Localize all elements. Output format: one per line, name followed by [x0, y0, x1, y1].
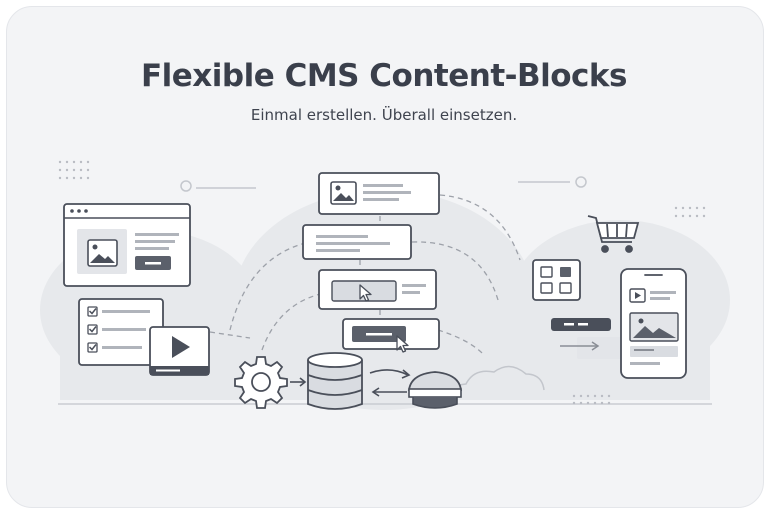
page-title: Flexible CMS Content-Blocks: [140, 58, 628, 94]
page-subtitle: Einmal erstellen. Überall einsetzen.: [250, 106, 518, 124]
cloud-server-icon: [407, 371, 463, 409]
cursor-icon: [396, 335, 409, 353]
arrow-icon: [560, 337, 625, 359]
gear-icon: [234, 356, 288, 409]
arrow-icon: [369, 369, 411, 397]
dots-top-right: [674, 206, 706, 218]
dots-top-left: [58, 160, 90, 180]
arrow-icon: [290, 377, 307, 387]
content-block-1: [318, 172, 440, 215]
image-icon: [629, 312, 679, 342]
dashed-connectors: [209, 194, 521, 356]
database-icon: [307, 352, 363, 410]
video-player-icon: [629, 288, 646, 303]
play-icon: [172, 336, 190, 358]
mobile-phone-icon: [620, 268, 687, 379]
cursor-icon: [359, 284, 372, 302]
content-block-4: [342, 318, 440, 353]
browser-window-icon: [63, 203, 191, 287]
checklist-icon: [78, 298, 164, 366]
content-block-2: [302, 224, 412, 260]
content-block-icon: [551, 318, 611, 331]
shopping-cart-icon: [587, 215, 640, 253]
video-player-icon: [149, 326, 210, 376]
content-block-3: [318, 269, 437, 310]
deco-line-left: [180, 180, 256, 192]
image-icon: [87, 239, 118, 267]
grid-layout-icon: [532, 259, 581, 301]
dots-bottom-right: [572, 394, 611, 405]
deco-line-right: [518, 176, 587, 188]
image-icon: [330, 181, 357, 205]
